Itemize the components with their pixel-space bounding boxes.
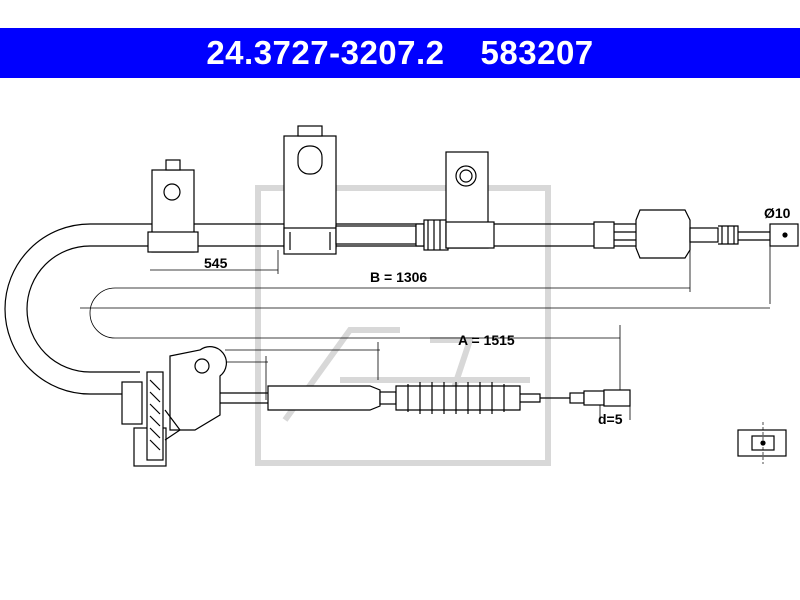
bracket-middle	[283, 125, 337, 255]
inner-wire	[540, 389, 631, 407]
title-bar: 24.3727-3207.2 583207	[0, 28, 800, 78]
end-connector-icon	[737, 422, 787, 464]
diameter-label: Ø10	[764, 205, 791, 221]
clip-assembly	[121, 371, 181, 467]
right-end-fitting	[593, 209, 799, 259]
rubber-boot	[395, 382, 541, 414]
cable-loop	[4, 223, 140, 395]
upper-fitting	[335, 219, 449, 251]
bracket-left	[147, 159, 199, 253]
reference-number: 583207	[480, 34, 594, 71]
dimension-lines	[150, 246, 771, 420]
dimension-b-label: B = 1306	[370, 269, 427, 285]
bracket-right	[445, 151, 495, 249]
lower-cable	[220, 385, 397, 411]
lower-bracket	[169, 346, 227, 431]
part-number: 24.3727-3207.2	[206, 34, 445, 71]
dimension-d-label: d=5	[598, 411, 623, 427]
dimension-545-label: 545	[204, 255, 228, 271]
dimension-loop-b	[80, 287, 770, 339]
dimension-a-label: A = 1515	[458, 332, 515, 348]
ate-logo-watermark-icon	[255, 185, 551, 466]
